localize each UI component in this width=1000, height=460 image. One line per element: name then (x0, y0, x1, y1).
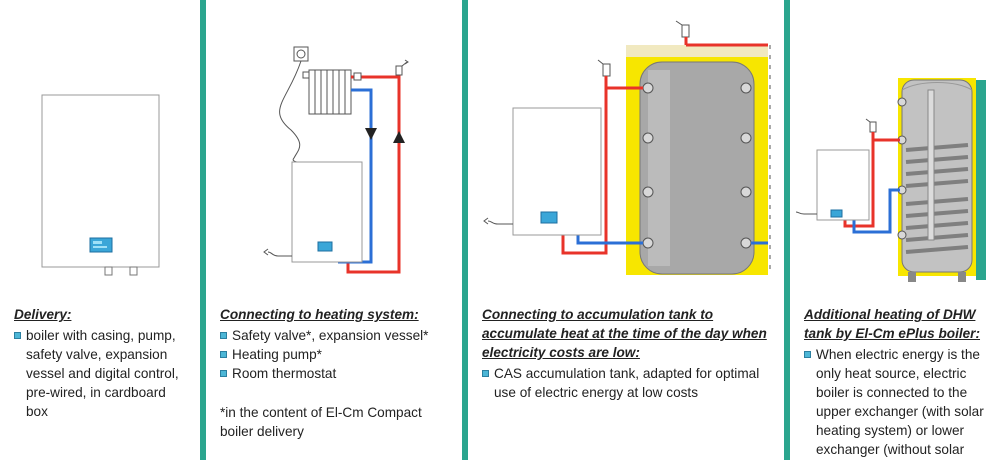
caption-title: Connecting to heating system: (220, 307, 419, 322)
caption-dhw-tank: Additional heating of DHW tank by El-Cm … (804, 305, 990, 460)
dhw-tank (901, 79, 973, 273)
tank-foot-right (958, 272, 966, 282)
boiler-display (317, 241, 333, 252)
panel-dhw-tank: Additional heating of DHW tank by El-Cm … (790, 0, 1000, 460)
caption-note: *in the content of El-Cm Compact boiler … (220, 405, 422, 439)
flow-arrow-up (393, 131, 405, 143)
power-cable (487, 220, 513, 225)
pipe-fitting-right (129, 266, 138, 276)
flow-arrow-down (365, 128, 377, 140)
caption-accumulation-tank: Connecting to accumulation tank to accum… (482, 305, 774, 402)
supply-pipe-red (346, 75, 401, 274)
heating-system-diagram (263, 46, 409, 274)
caption-item: Heating pump* (220, 345, 452, 364)
power-cable (267, 251, 292, 257)
return-pipe-blue (852, 188, 900, 234)
boiler-delivery-illustration (41, 94, 160, 276)
pipe-fitting-left (104, 266, 113, 276)
supply-pipe-red (561, 76, 643, 255)
caption-item: Safety valve*, expansion vessel* (220, 326, 452, 345)
caption-heating-system: Connecting to heating system: Safety val… (220, 305, 452, 441)
caption-item: CAS accumulation tank, adapted for optim… (482, 364, 774, 402)
caption-title: Connecting to accumulation tank to accum… (482, 307, 767, 360)
mixing-valve (353, 72, 362, 81)
caption-title: Delivery: (14, 307, 72, 322)
tank-connectors (897, 97, 907, 240)
panel-heating-system: Connecting to heating system: Safety val… (206, 0, 462, 460)
caption-title: Additional heating of DHW tank by El-Cm … (804, 307, 981, 341)
accumulation-tank-diagram (483, 20, 771, 275)
radiator (302, 69, 352, 115)
supply-pipe-red (843, 132, 900, 228)
safety-valve (395, 59, 409, 76)
boiler-display (830, 209, 843, 218)
thermostat-cable (279, 60, 304, 163)
safety-valve (865, 118, 877, 133)
caption-item: boiler with casing, pump, safety valve, … (14, 326, 190, 421)
boiler-casing (816, 149, 870, 221)
safety-valve (675, 20, 690, 38)
caption-delivery: Delivery: boiler with casing, pump, safe… (14, 305, 190, 421)
return-pipe-blue (576, 235, 768, 245)
tank-connectors (642, 82, 752, 249)
panel-delivery: Delivery: boiler with casing, pump, safe… (0, 0, 200, 460)
dhw-tank-diagram (795, 78, 986, 282)
anode-rod (927, 89, 935, 241)
tank-foot-left (908, 272, 916, 282)
boiler-display (540, 211, 558, 224)
panel-accumulation-tank: Connecting to accumulation tank to accum… (468, 0, 784, 460)
caption-item: Room thermostat (220, 364, 452, 383)
room-thermostat (293, 46, 309, 62)
boiler-display (89, 237, 113, 253)
caption-item: When electric energy is the only heat so… (804, 345, 990, 460)
heat-exchanger-coils (905, 143, 969, 254)
tank-side-accent (976, 80, 986, 280)
safety-valve-boiler (597, 59, 611, 77)
power-cable (795, 211, 817, 215)
